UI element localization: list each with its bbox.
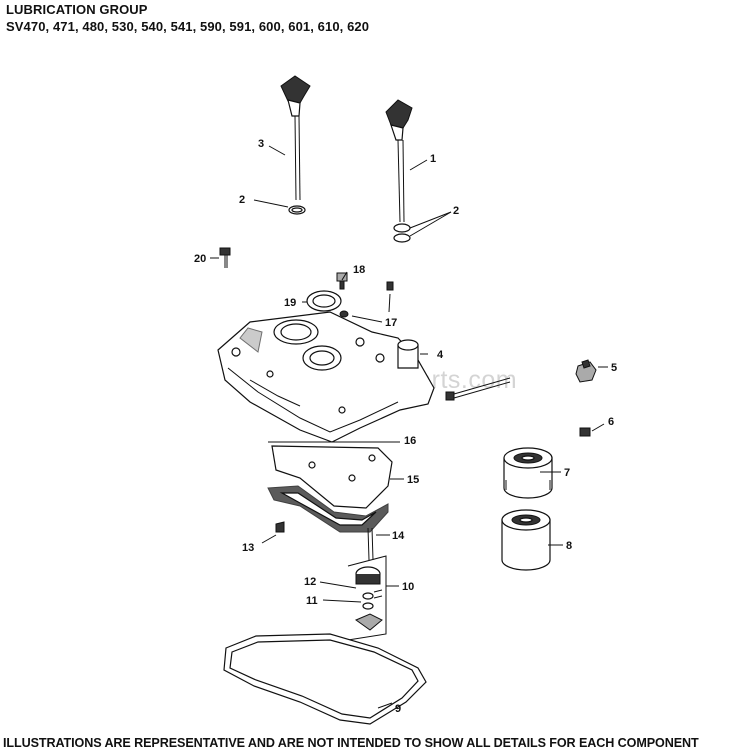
callout-13: 13: [242, 542, 254, 554]
part-2-o-ring-left[interactable]: [288, 205, 306, 215]
part-3-dipstick[interactable]: [280, 75, 311, 201]
callout-3: 3: [258, 138, 264, 150]
part-17-plug[interactable]: [339, 281, 394, 318]
model-list: SV470, 471, 480, 530, 540, 541, 590, 591…: [6, 19, 370, 34]
callout-14: 14: [392, 530, 405, 542]
callout-2-left: 2: [239, 194, 245, 206]
part-9-closure-plate-gasket[interactable]: [223, 633, 427, 725]
callout-12: 12: [304, 576, 316, 588]
part-14-shaft[interactable]: [367, 527, 374, 561]
diagram-title: LUBRICATION GROUP: [6, 2, 148, 17]
part-1-dipstick-tube[interactable]: [385, 99, 413, 223]
callout-15: 15: [407, 474, 419, 486]
callout-7: 7: [564, 467, 570, 479]
part-18-fitting[interactable]: [336, 272, 348, 290]
part-8-oil-filter[interactable]: [501, 509, 551, 571]
callout-10: 10: [402, 581, 414, 593]
part-20-bolt[interactable]: [219, 247, 231, 268]
part-10-oil-pump-kit[interactable]: [347, 555, 387, 641]
callout-8: 8: [566, 540, 572, 552]
part-2-o-rings-right[interactable]: [393, 223, 411, 243]
callout-11: 11: [306, 595, 318, 607]
callout-1: 1: [430, 153, 436, 165]
disclaimer-footer: ILLUSTRATIONS ARE REPRESENTATIVE AND ARE…: [3, 736, 699, 750]
part-5-sensor[interactable]: [575, 359, 597, 383]
part-16-gasket[interactable]: [271, 445, 393, 509]
callout-6: 6: [608, 416, 614, 428]
part-13-pin[interactable]: [275, 521, 285, 533]
part-4-closure-plate[interactable]: [217, 311, 435, 443]
callout-5: 5: [611, 362, 617, 374]
callout-18: 18: [353, 264, 365, 276]
callout-16: 16: [404, 435, 416, 447]
part-7-oil-filter[interactable]: [503, 447, 553, 499]
part-4-stud[interactable]: [445, 377, 511, 401]
callout-20: 20: [194, 253, 206, 265]
callout-2-right: 2: [453, 205, 459, 217]
callout-9: 9: [395, 703, 401, 715]
part-15-oil-pickup-screen[interactable]: [267, 485, 389, 533]
part-6-fitting[interactable]: [579, 427, 591, 437]
callout-19: 19: [284, 297, 296, 309]
part-19-oil-seal[interactable]: [306, 290, 342, 312]
callout-17: 17: [385, 317, 397, 329]
callout-4: 4: [437, 349, 444, 361]
